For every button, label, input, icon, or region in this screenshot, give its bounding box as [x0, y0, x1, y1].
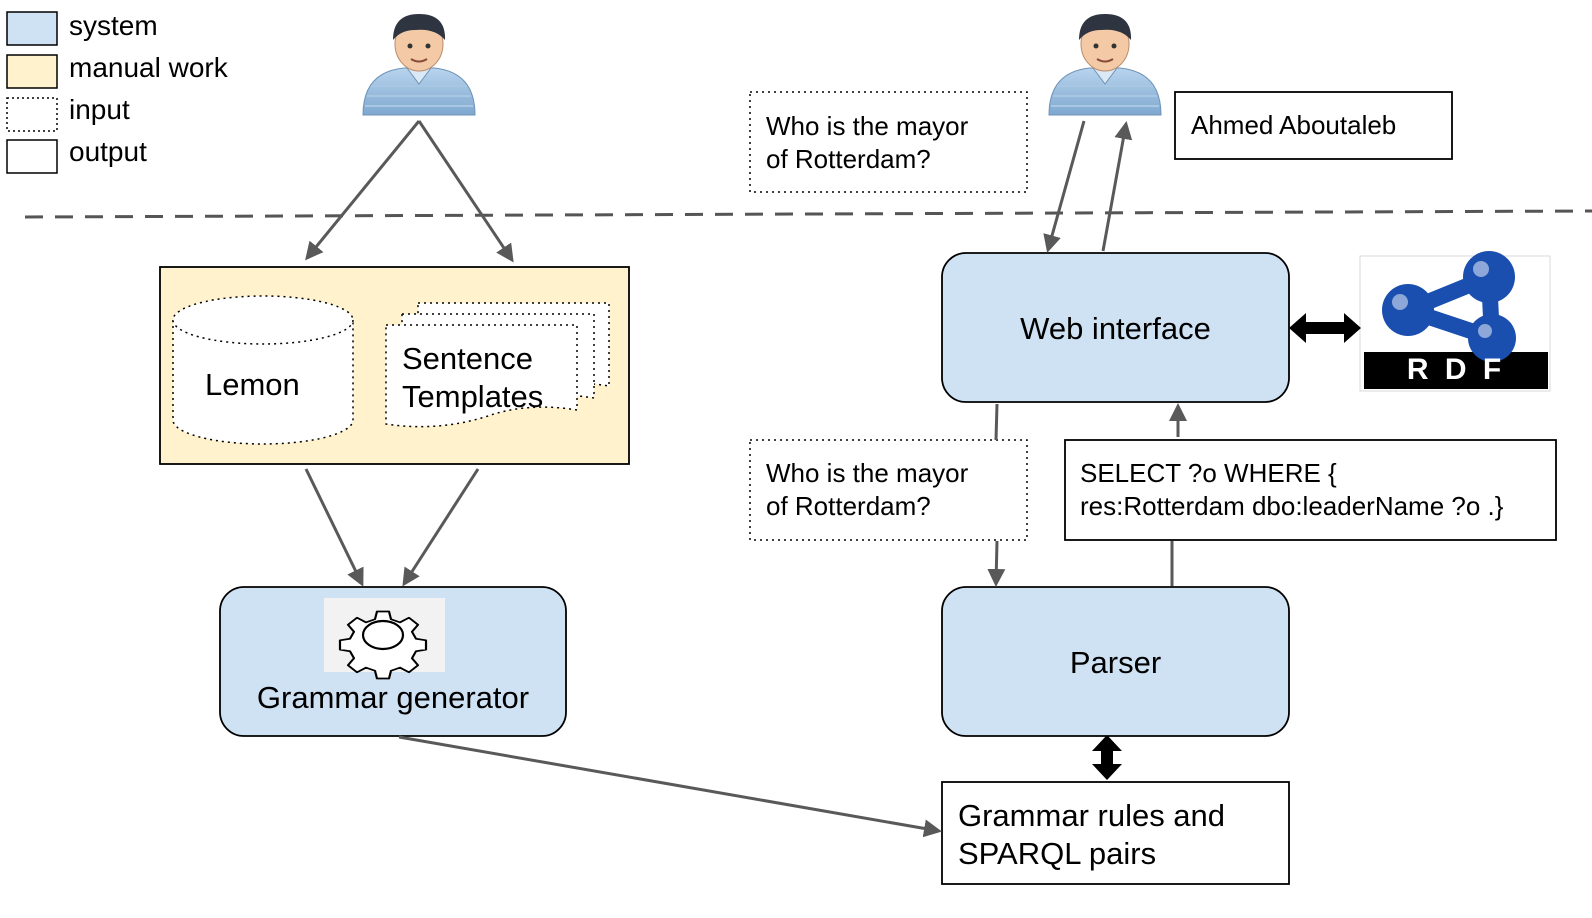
- sparql-query-box: [1064, 439, 1557, 541]
- sparql-query-line1: SELECT ?o WHERE {: [1080, 458, 1337, 488]
- legend-label-manual-work: manual work: [69, 52, 228, 83]
- sentence-templates-docs: [385, 302, 610, 428]
- connectors: [304, 120, 1187, 838]
- legend-label-input: input: [69, 94, 130, 125]
- arrow-user-to-lemon: [305, 120, 421, 261]
- rdf-logo: [1359, 251, 1551, 392]
- arrow-templates-to-generator: [402, 468, 480, 587]
- parser-box: [941, 586, 1290, 737]
- question-mid-line2: of Rotterdam?: [766, 491, 931, 521]
- arrow-user-to-web: [1043, 120, 1086, 253]
- question-input-mid: [749, 439, 1028, 541]
- arrow-user-to-templates: [417, 120, 514, 263]
- legend-label-system: system: [69, 10, 158, 41]
- grammar-rules-label-line2: SPARQL pairs: [958, 836, 1157, 871]
- user-system-separator: [24, 209, 1592, 219]
- user-icon: [362, 14, 476, 116]
- arrow-question-to-parser: [987, 540, 1006, 587]
- answer-text: Ahmed Aboutaleb: [1191, 110, 1397, 140]
- sparql-query-line2: res:Rotterdam dbo:leaderName ?o .}: [1080, 491, 1504, 521]
- grammar-rules-box: [941, 781, 1290, 885]
- arrow-lemon-to-generator: [304, 468, 364, 587]
- legend-swatch-system: [6, 11, 58, 46]
- user-icon: [1048, 14, 1162, 116]
- line-web-to-question: [994, 403, 999, 441]
- parser-label: Parser: [1069, 645, 1162, 680]
- templates-label-line2: Templates: [402, 379, 544, 414]
- lemon-cylinder: [172, 295, 354, 445]
- question-top-line1: Who is the mayor: [766, 111, 969, 141]
- web-interface-box: [941, 252, 1290, 403]
- legend-label-output: output: [69, 136, 147, 167]
- bidirectional-arrow-web-rdf: [1289, 313, 1361, 343]
- question-top-line2: of Rotterdam?: [766, 144, 931, 174]
- arrow-generator-to-rules: [398, 735, 942, 838]
- bidirectional-arrow-parser-rules: [1092, 735, 1122, 780]
- web-interface-label: Web interface: [1020, 311, 1211, 346]
- grammar-rules-label-line1: Grammar rules and: [958, 798, 1226, 833]
- arrow-web-to-user: [1101, 121, 1133, 252]
- legend-swatch-manual: [6, 54, 58, 89]
- templates-label-line1: Sentence: [402, 341, 533, 376]
- legend-swatch-output: [6, 139, 58, 174]
- legend: [6, 11, 58, 174]
- question-input-top: [749, 91, 1028, 193]
- grammar-generator-label: Grammar generator: [256, 680, 530, 715]
- legend-swatch-input: [6, 97, 58, 132]
- question-mid-line1: Who is the mayor: [766, 458, 969, 488]
- lemon-label: Lemon: [205, 367, 300, 402]
- gear-icon: [324, 598, 445, 680]
- answer-output-box: [1174, 91, 1453, 160]
- rdf-logo-text: R D F: [1406, 353, 1506, 386]
